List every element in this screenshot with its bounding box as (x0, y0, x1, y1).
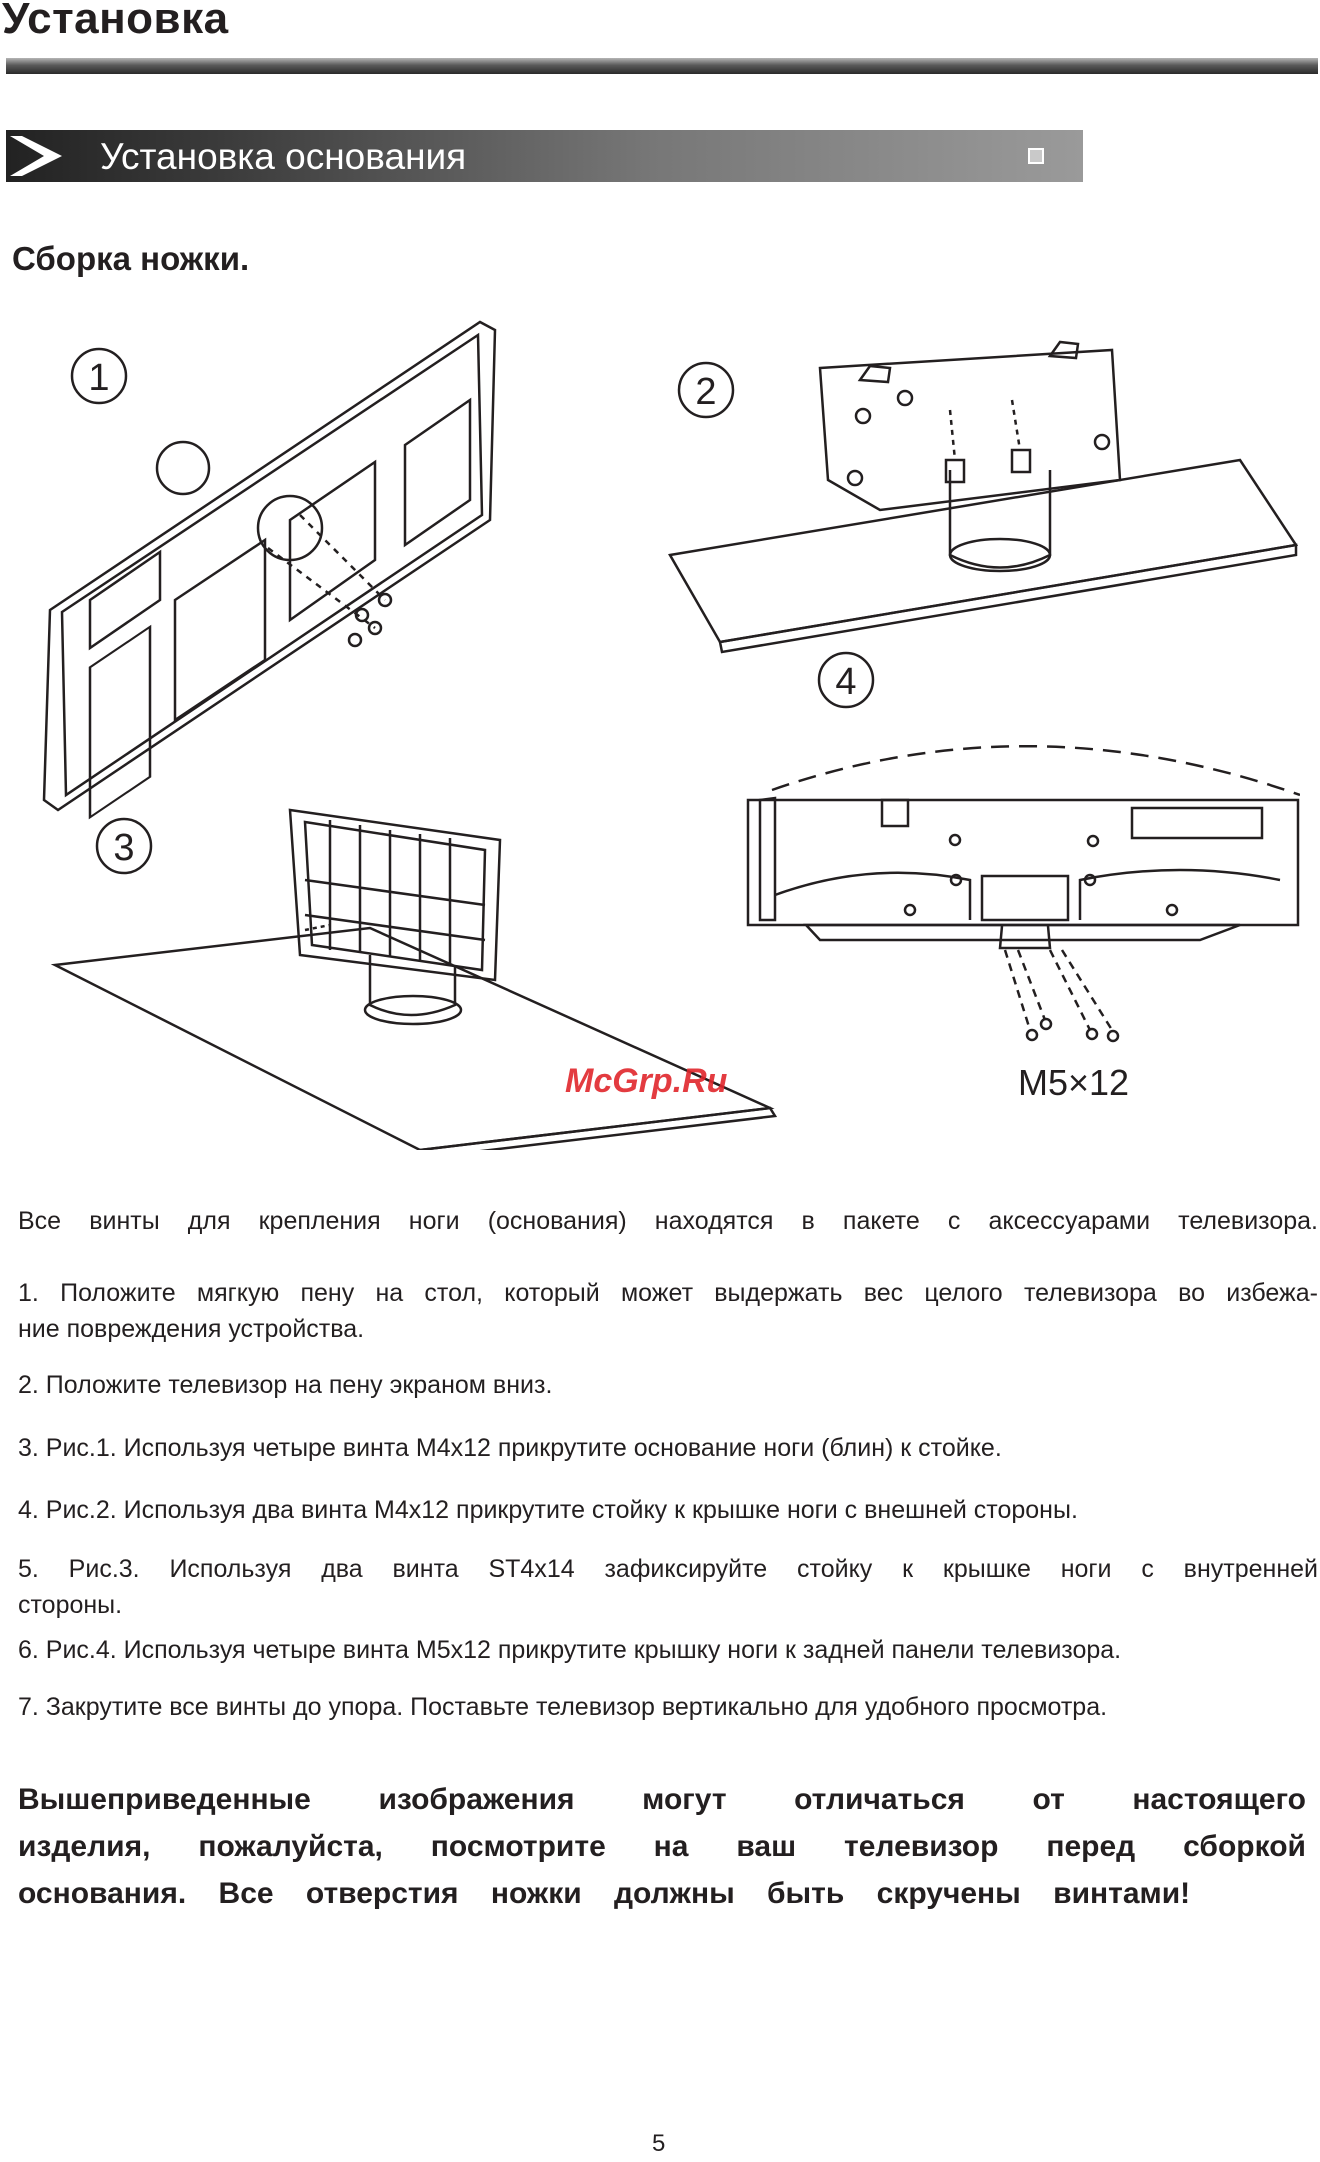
figure-number-circle-3 (95, 817, 153, 875)
chevron-right-icon (10, 136, 62, 176)
step-1-line-2: ние повреждения устройства. (18, 1315, 365, 1343)
step-5-line-2: стороны. (18, 1591, 123, 1619)
note-line-3: основания. Все отверстия ножки должны бы… (18, 1877, 1191, 1910)
stand-cover-plate-drawing (42, 320, 497, 820)
section-header-bar: Установка основания (6, 130, 1083, 182)
title-rule (6, 58, 1318, 74)
section-title: Установка основания (100, 136, 467, 177)
stand-assembly-illustration: 1 2 3 4 M5×12 McGrp.Ru (42, 320, 1300, 1150)
figure-number-2: 2 (695, 371, 716, 413)
tv-rear-panel-drawing (746, 745, 1300, 1043)
step-4: 4. Рис.2. Используя два винта M4x12 прик… (18, 1496, 1078, 1524)
screw-label: M5×12 (1018, 1062, 1129, 1103)
subheading: Сборка ножки. (12, 240, 250, 277)
square-bullet-icon (1028, 148, 1044, 164)
figure-number-1: 1 (88, 357, 109, 399)
note-line-2: изделия, пожалуйста, посмотрите на ваш т… (18, 1830, 1306, 1863)
step-2: 2. Положите телевизор на пену экраном вн… (18, 1371, 553, 1399)
page-number: 5 (652, 2130, 666, 2157)
step-7: 7. Закрутите все винты до упора. Поставь… (18, 1693, 1108, 1721)
watermark: McGrp.Ru (565, 1062, 728, 1100)
note-line-1: Вышеприведенные изображения могут отлича… (18, 1783, 1306, 1816)
page-title: Установка (2, 0, 229, 43)
warning-note: Вышеприведенные изображения могут отлича… (18, 1776, 1306, 1917)
figure-number-circle-2 (677, 361, 735, 419)
step-5-line-1: 5. Рис.3. Используя два винта ST4x14 заф… (18, 1555, 1318, 1583)
step-1-line-1: 1. Положите мягкую пену на стол, который… (18, 1279, 1318, 1307)
step-3: 3. Рис.1. Используя четыре винта M4x12 п… (18, 1434, 1002, 1462)
figure-number-3: 3 (113, 827, 134, 869)
figure-number-circle-1 (70, 347, 128, 405)
stand-on-base-drawing (668, 340, 1299, 654)
figure-number-4: 4 (835, 661, 856, 703)
stand-inside-drawing (50, 808, 778, 1150)
step-6: 6. Рис.4. Используя четыре винта M5x12 п… (18, 1636, 1122, 1664)
intro-paragraph: Все винты для крепления ноги (основания)… (18, 1207, 1318, 1235)
figure-number-circle-4 (817, 651, 875, 709)
